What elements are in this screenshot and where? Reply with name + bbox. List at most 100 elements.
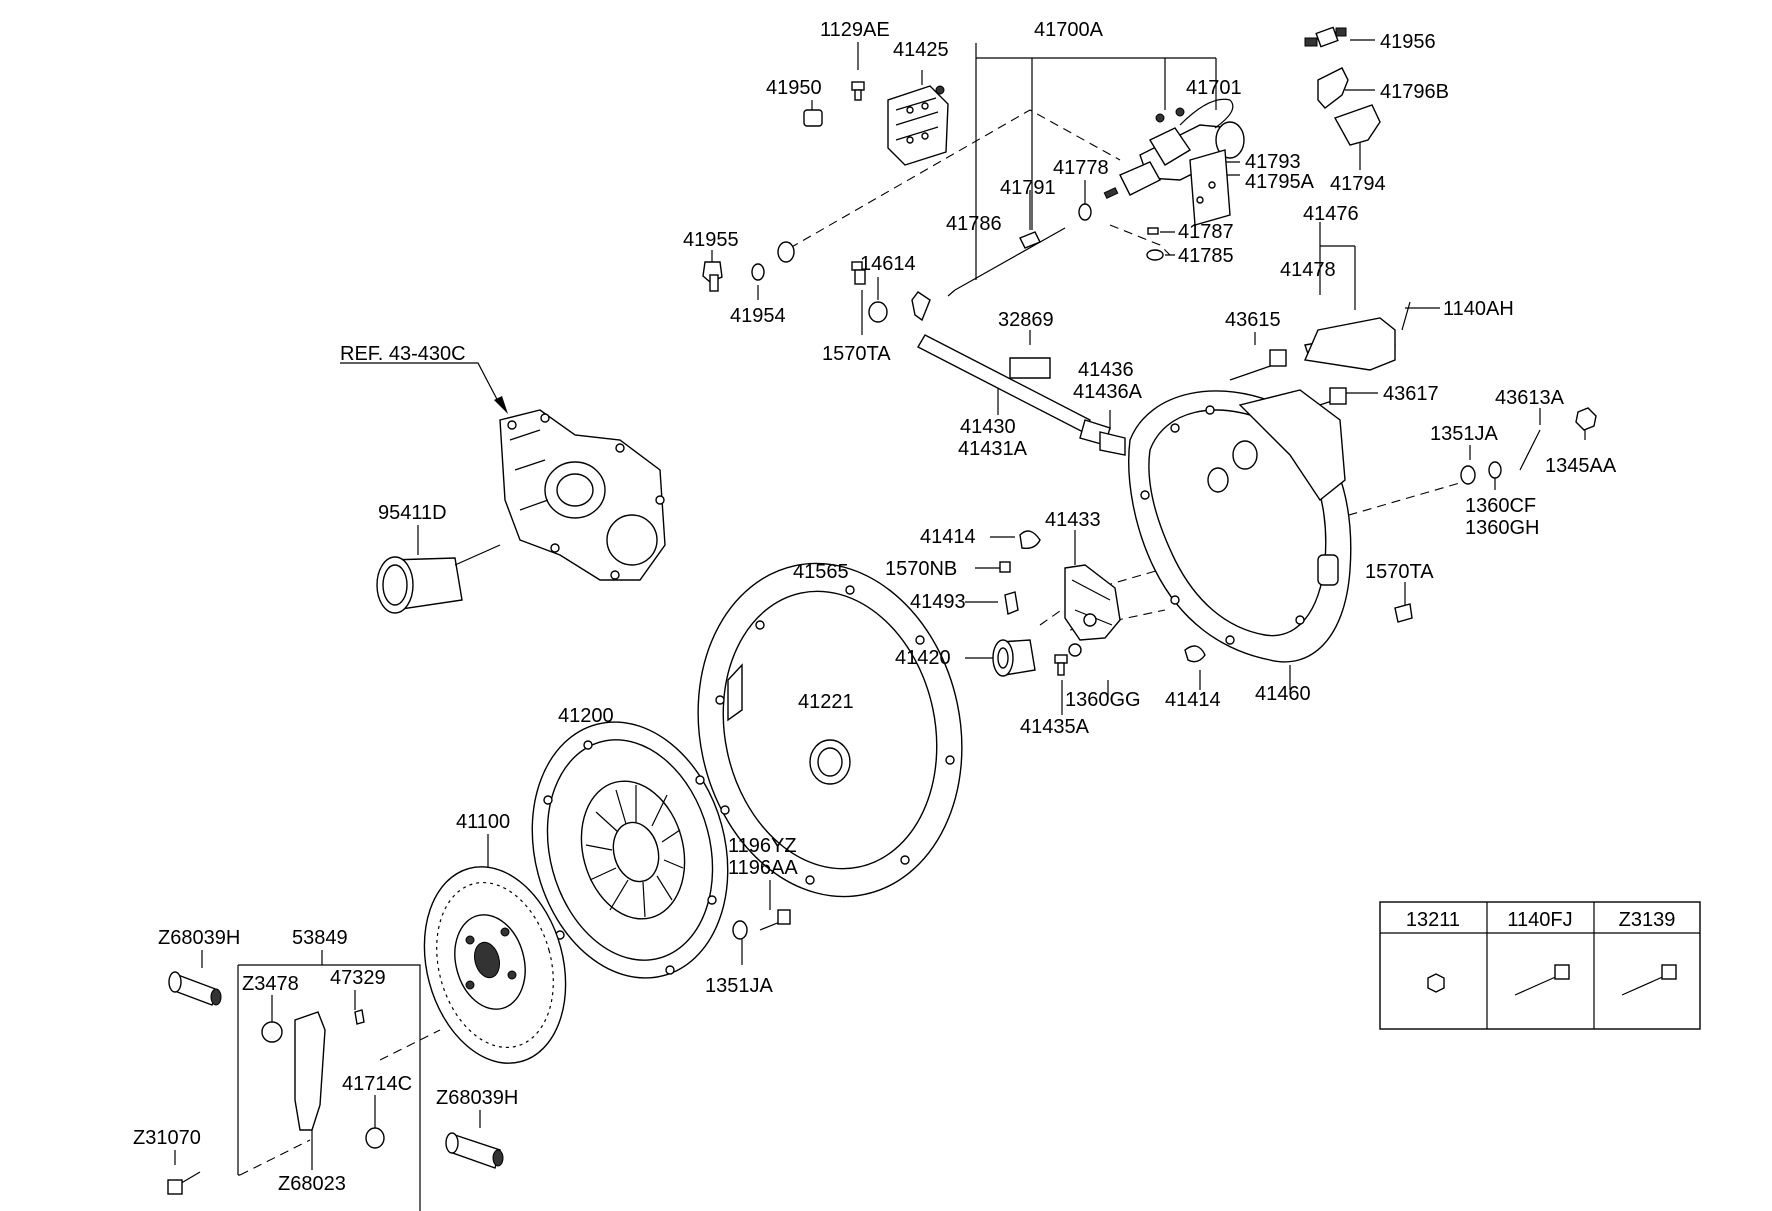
stud-43613A [1519, 429, 1541, 471]
fitting-1570TA [851, 261, 866, 285]
fitting-47329 [354, 1009, 365, 1025]
table-header: 13211 [1406, 909, 1460, 931]
bolt-1140FJ [1514, 964, 1570, 996]
callout: 1345AA [1545, 455, 1617, 477]
housing-41460 [1128, 389, 1352, 663]
callout: 41700A [1034, 19, 1104, 41]
callout: 41430 [960, 416, 1016, 438]
callout: 41786 [946, 213, 1002, 235]
callout: 41793 [1245, 151, 1301, 173]
callout: 41778 [1053, 157, 1109, 179]
callout: 41478 [1280, 259, 1336, 281]
callout: 41435A [1020, 716, 1090, 738]
callout: 1351JA [705, 975, 773, 997]
screw-1140AH [1401, 301, 1411, 331]
bolt-Z31070 [167, 1171, 201, 1195]
bolt-43615 [1229, 349, 1287, 381]
key-32869 [1009, 357, 1051, 379]
callout: 47329 [330, 967, 386, 989]
table-header: 1140FJ [1507, 909, 1572, 931]
callout: 41100 [456, 811, 510, 833]
bracket-41425 [887, 85, 949, 166]
washer-1360CF [1488, 461, 1502, 479]
nut-1345AA [1575, 407, 1597, 431]
callout: 53849 [292, 927, 348, 949]
nut-13211 [1427, 973, 1445, 993]
cover-43430C [499, 409, 666, 581]
pin-41785 [1146, 249, 1164, 261]
washer-1351JA [1460, 465, 1476, 485]
callout: 41785 [1178, 245, 1234, 267]
callout: 41420 [895, 647, 951, 669]
ring-14614 [868, 301, 888, 323]
bush-Z3478 [261, 1021, 283, 1043]
pipe-41950 [777, 109, 823, 263]
bracket-41796B [1317, 67, 1349, 109]
fork-41433 [1064, 564, 1121, 641]
callout: 41954 [730, 305, 786, 327]
bearing-95411D [376, 544, 501, 614]
lever-Z68023 [261, 1009, 385, 1149]
callout: 41955 [683, 229, 739, 251]
callout: 43615 [1225, 309, 1281, 331]
ring-41778 [1078, 203, 1092, 221]
callout: 1140AH [1443, 298, 1514, 320]
bearing-41420 [992, 639, 1036, 677]
callout: 1196YZ [728, 835, 797, 857]
pin-Z68039H-b [445, 1132, 504, 1169]
clip-41414 [1019, 530, 1041, 550]
pushrod-41791 [947, 227, 1066, 297]
hardware-table: 13211 1140FJ Z3139 [1379, 901, 1701, 1030]
callout: 1570TA [1365, 561, 1434, 583]
bolt-1129AE [851, 81, 865, 101]
callout: 95411D [378, 502, 447, 524]
callout: 1360GH [1465, 517, 1540, 539]
callout: 41791 [1000, 177, 1056, 199]
callout: 41414 [920, 526, 976, 548]
cap-41714C [365, 1127, 385, 1149]
callout: 1570TA [822, 343, 891, 365]
callout: Z68039H [158, 927, 240, 949]
callout: 32869 [998, 309, 1054, 331]
pin-Z68039H [168, 971, 222, 1006]
callout: REF. 43-430C [340, 343, 466, 365]
clip-41414-b [1184, 645, 1206, 663]
plate-41565 [697, 562, 963, 898]
washer-1360GG [1068, 643, 1082, 657]
callout: 41433 [1045, 509, 1101, 531]
bolt-41955 [702, 261, 723, 292]
callout: 41431A [958, 438, 1028, 460]
pressure-plate-41200 [531, 721, 729, 979]
callout: 41701 [1186, 77, 1242, 99]
shaft-41430 [911, 291, 1126, 456]
callout: 41795A [1245, 171, 1315, 193]
callout: 1360GG [1065, 689, 1141, 711]
callout: 41221 [798, 691, 854, 713]
bolt-1196YZ [759, 909, 791, 931]
callout: Z68039H [436, 1087, 518, 1109]
fitting-41493 [1004, 591, 1019, 615]
callout: 41425 [893, 39, 949, 61]
callout: 1360CF [1465, 495, 1536, 517]
callout: 43617 [1383, 383, 1439, 405]
bolt-41435A [1054, 654, 1068, 676]
gasket-41478 [1303, 317, 1396, 371]
callout: 41476 [1303, 203, 1359, 225]
cylinder-41701 [1103, 98, 1245, 226]
callout: 41565 [793, 561, 849, 583]
callout: 41714C [342, 1073, 412, 1095]
callout-labels: 41700A 1129AE 41425 41950 41701 41956 41… [133, 19, 1617, 1195]
callout: 1196AA [728, 857, 798, 879]
callout: 41436A [1073, 381, 1143, 403]
callout: 1570NB [885, 558, 957, 580]
washer-41954 [751, 263, 765, 281]
callout: Z31070 [133, 1127, 201, 1149]
fitting-41956 [1304, 26, 1347, 48]
callout: Z3478 [242, 973, 299, 995]
callout: 41414 [1165, 689, 1221, 711]
callout: 41200 [558, 705, 614, 727]
callout: Z68023 [278, 1173, 346, 1195]
callout: 1351JA [1430, 423, 1498, 445]
table-header: Z3139 [1619, 909, 1676, 931]
